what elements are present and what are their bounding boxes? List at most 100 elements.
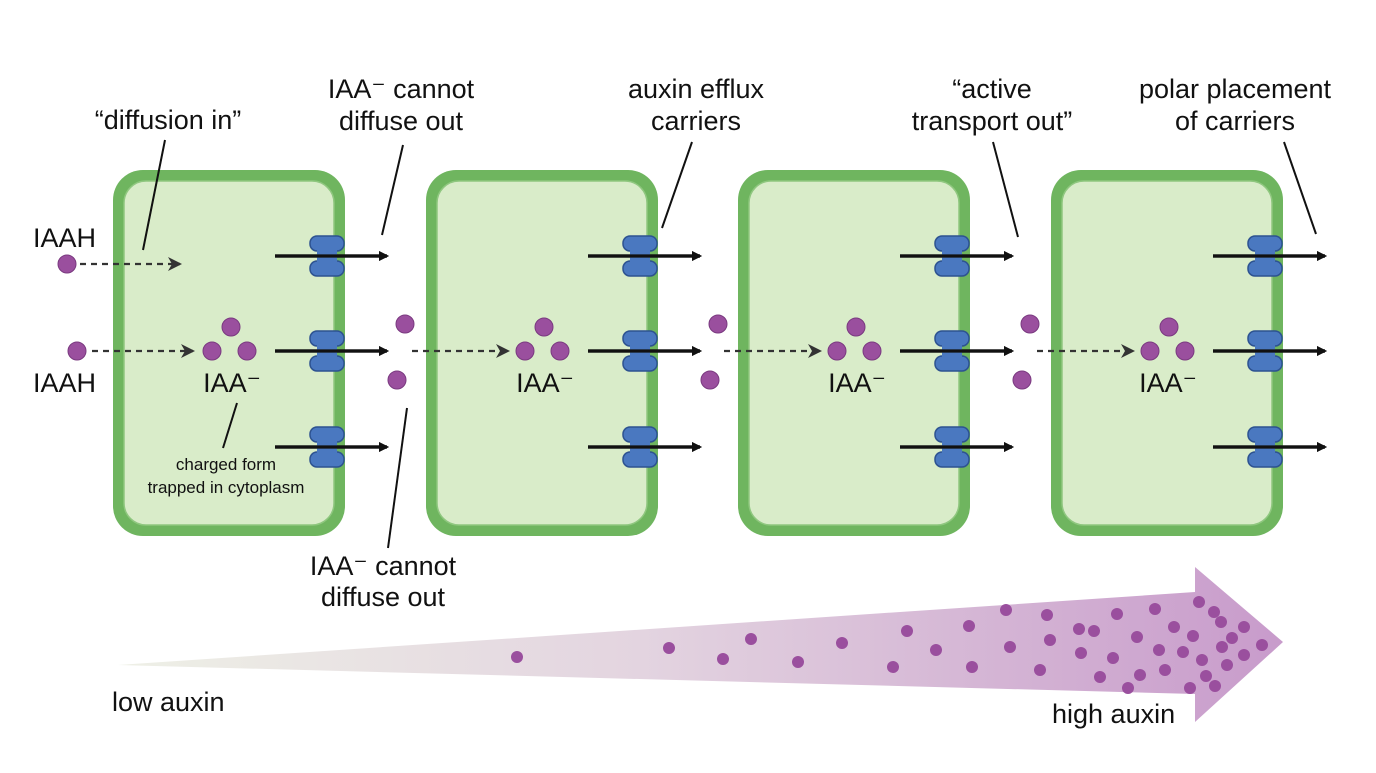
cell-3: [738, 170, 970, 536]
efflux-unit: [275, 330, 389, 372]
gradient-auxin-dot: [1088, 625, 1100, 637]
iaah-molecule: [67, 341, 87, 361]
gradient-auxin-dot: [963, 620, 975, 632]
gradient-auxin-dot: [1122, 682, 1134, 694]
auxin-molecule: [221, 317, 241, 337]
auxin-molecule: [1020, 314, 1040, 334]
label-iaa-cell-4: IAA⁻: [1139, 368, 1197, 398]
cytoplasm: [1061, 180, 1273, 526]
label-iaah-top: IAAH: [33, 223, 96, 253]
diffusion-arrows: [80, 257, 1135, 358]
cell-2: [426, 170, 658, 536]
efflux-unit: [588, 426, 702, 468]
gradient-auxin-dot: [887, 661, 899, 673]
gradient-auxin-dot: [1107, 652, 1119, 664]
cell-4: [1051, 170, 1283, 536]
label-iaa-cell-2: IAA⁻: [516, 368, 574, 398]
gradient-auxin-dot: [1041, 609, 1053, 621]
label-charged-line1: charged form: [176, 455, 276, 474]
cytoplasm: [748, 180, 960, 526]
gradient-auxin-dot: [1044, 634, 1056, 646]
gradient-auxin-dot: [1187, 630, 1199, 642]
auxin-molecules: [57, 254, 1195, 390]
gradient-auxin-dot: [1131, 631, 1143, 643]
label-high-auxin: high auxin: [1052, 699, 1175, 729]
gradient-auxin-dot: [1004, 641, 1016, 653]
gradient-auxin-dot: [1193, 596, 1205, 608]
auxin-molecule: [534, 317, 554, 337]
label-low-auxin: low auxin: [112, 687, 225, 717]
label-polar-line1: polar placement: [1139, 74, 1332, 104]
label-iaa-cell-3: IAA⁻: [828, 368, 886, 398]
gradient-auxin-dot: [1184, 682, 1196, 694]
gradient-dots: [511, 596, 1268, 694]
callout-efflux-carriers: [661, 141, 693, 229]
gradient-auxin-dot: [1094, 671, 1106, 683]
carrier-protein-icon: [309, 235, 345, 277]
gradient-auxin-dot: [663, 642, 675, 654]
gradient-auxin-dot: [1111, 608, 1123, 620]
gradient-auxin-dot: [717, 653, 729, 665]
gradient-auxin-dot: [1075, 647, 1087, 659]
gradient-auxin-dot: [1134, 669, 1146, 681]
gradient-auxin-dot: [836, 637, 848, 649]
gradient-auxin-dot: [1256, 639, 1268, 651]
iaah-molecule: [57, 254, 77, 274]
auxin-molecule: [387, 370, 407, 390]
gradient-auxin-dot: [1196, 654, 1208, 666]
gradient-auxin-dot: [1168, 621, 1180, 633]
gradient-auxin-dot: [1238, 649, 1250, 661]
auxin-molecule: [1159, 317, 1179, 337]
gradient-auxin-dot: [1215, 616, 1227, 628]
efflux-unit: [275, 235, 389, 277]
auxin-molecule: [395, 314, 415, 334]
efflux-carriers: [275, 235, 1327, 468]
carrier-protein-icon: [1247, 426, 1283, 468]
gradient-auxin-dot: [1200, 670, 1212, 682]
callout-polar-placement: [1283, 141, 1317, 235]
gradient-auxin-dot: [1073, 623, 1085, 635]
gradient-auxin-dot: [1208, 606, 1220, 618]
carrier-protein-icon: [622, 426, 658, 468]
gradient-auxin-dot: [1238, 621, 1250, 633]
label-diffusion-in: “diffusion in”: [95, 105, 242, 135]
callout-diffusion-in: [142, 139, 166, 251]
gradient-auxin-dot: [1216, 641, 1228, 653]
gradient-auxin-dot: [901, 625, 913, 637]
gradient-auxin-dot: [745, 633, 757, 645]
efflux-unit: [900, 330, 1014, 372]
carrier-protein-icon: [934, 330, 970, 372]
label-charged-line2: trapped in cytoplasm: [148, 478, 305, 497]
label-iaa-cell-1: IAA⁻: [203, 368, 261, 398]
auxin-molecule: [515, 341, 535, 361]
gradient-auxin-dot: [1034, 664, 1046, 676]
label-iaah-bottom: IAAH: [33, 368, 96, 398]
gradient-auxin-dot: [1149, 603, 1161, 615]
label-active-line2: transport out”: [912, 106, 1073, 136]
callout-cannot-diffuse-bottom: [387, 407, 408, 549]
efflux-unit: [900, 235, 1014, 277]
callout-cannot-diffuse-top: [381, 144, 404, 236]
gradient-auxin-dot: [930, 644, 942, 656]
carrier-protein-icon: [1247, 330, 1283, 372]
labels: “diffusion in” IAA⁻ cannot diffuse out a…: [33, 74, 1332, 729]
auxin-molecule: [700, 370, 720, 390]
auxin-molecule: [708, 314, 728, 334]
label-cannot-diffuse-top-line1: IAA⁻ cannot: [328, 74, 475, 104]
auxin-molecule: [550, 341, 570, 361]
gradient-auxin-dot: [1153, 644, 1165, 656]
label-active-line1: “active: [952, 74, 1032, 104]
label-cannot-diffuse-bottom-line1: IAA⁻ cannot: [310, 551, 457, 581]
auxin-molecule: [1140, 341, 1160, 361]
efflux-unit: [1213, 235, 1327, 277]
auxin-molecule: [827, 341, 847, 361]
auxin-molecule: [862, 341, 882, 361]
gradient-auxin-dot: [1221, 659, 1233, 671]
callout-lines: [142, 139, 1317, 549]
gradient-auxin-dot: [511, 651, 523, 663]
carrier-protein-icon: [934, 426, 970, 468]
efflux-unit: [588, 235, 702, 277]
gradient-auxin-dot: [1209, 680, 1221, 692]
auxin-molecule: [202, 341, 222, 361]
